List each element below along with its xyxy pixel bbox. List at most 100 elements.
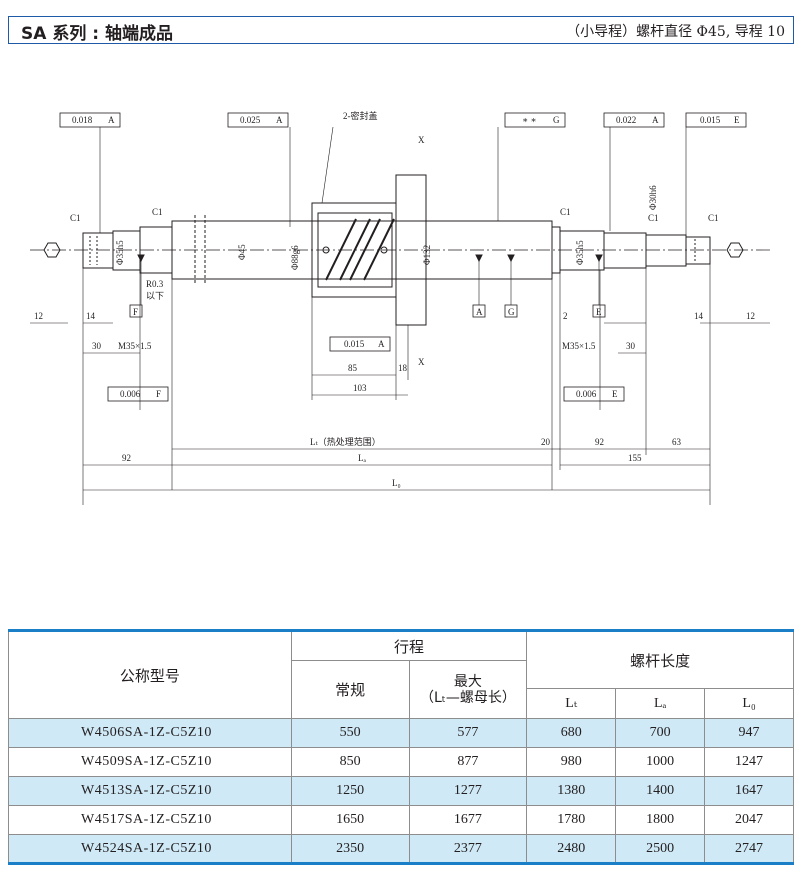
page-header: SA 系列 : 轴端成品 （小导程）螺杆直径 Φ45, 导程 10: [8, 16, 794, 44]
col-header-stroke-normal: 常规: [290, 660, 410, 719]
length-lt: Lₜ（热处理范围）: [310, 436, 381, 447]
diam-2: Φ88g6: [290, 245, 300, 270]
cell-max: 877: [408, 747, 528, 777]
misc-2: C1: [560, 207, 571, 217]
table-row: W4509SA-1Z-C5Z10 850 877 980 1000 1247: [8, 747, 794, 777]
ball-screw-drawing: 0.018 A 0.025 A 2-密封盖 ∗ ∗ G 0.022 A 0.01…: [30, 110, 770, 505]
tol-2: 0.025: [240, 115, 261, 125]
tol-10: E: [734, 115, 740, 125]
diam-4: Φ35h5: [575, 240, 585, 265]
dim-9: 92: [595, 437, 604, 447]
dim-2: 30: [92, 341, 102, 351]
table-row: W4506SA-1Z-C5Z10 550 577 680 700 947: [8, 718, 794, 748]
misc-0: C1: [70, 213, 81, 223]
tol-6: G: [553, 115, 560, 125]
page-subtitle: （小导程）螺杆直径 Φ45, 导程 10: [566, 24, 785, 40]
cell-normal: 850: [290, 747, 410, 777]
dim-6: 103: [353, 383, 367, 393]
cell-lt: 980: [526, 747, 617, 777]
page-title: SA 系列 : 轴端成品: [21, 24, 173, 44]
misc-9: F: [133, 307, 138, 317]
cell-max: 1277: [408, 776, 528, 806]
dim-14: 12: [746, 311, 755, 321]
cell-lo: 947: [704, 718, 794, 748]
cell-lo: 1647: [704, 776, 794, 806]
dim-10: 63: [672, 437, 682, 447]
table-row: W4524SA-1Z-C5Z10 2350 2377 2480 2500 274…: [8, 834, 794, 865]
col-header-lo: L₀: [704, 688, 794, 719]
col-header-stroke: 行程: [290, 629, 528, 661]
cell-lt: 680: [526, 718, 617, 748]
tol-4: 2-密封盖: [343, 110, 378, 121]
stroke-max-line2: （Lₜ—螺母长）: [419, 689, 516, 706]
misc-10: A: [476, 307, 483, 317]
dim-7: 20: [541, 437, 551, 447]
diam-3: Φ132: [422, 245, 432, 265]
dim-8: 2: [563, 311, 568, 321]
tol-12: A: [378, 339, 385, 349]
dim-13: 14: [694, 311, 704, 321]
misc-4: C1: [708, 213, 719, 223]
cell-la: 700: [615, 718, 706, 748]
dim-5: 18: [398, 363, 408, 373]
tol-15: 0.006: [576, 389, 597, 399]
cell-lo: 2047: [704, 805, 794, 835]
misc-13: X: [418, 135, 425, 145]
col-header-model: 公称型号: [8, 629, 292, 719]
tol-7: 0.022: [616, 115, 636, 125]
dim-0: 12: [34, 311, 43, 321]
tol-16: E: [612, 389, 618, 399]
cell-model: W4509SA-1Z-C5Z10: [8, 747, 292, 777]
tol-11: 0.015: [344, 339, 365, 349]
cell-max: 2377: [408, 834, 528, 865]
cell-lt: 1380: [526, 776, 617, 806]
stroke-max-line1: 最大: [453, 673, 482, 690]
cell-la: 1400: [615, 776, 706, 806]
tol-3: A: [276, 115, 283, 125]
dim-4: 85: [348, 363, 358, 373]
cell-model: W4524SA-1Z-C5Z10: [8, 834, 292, 865]
misc-3: C1: [648, 213, 659, 223]
diam-0: Φ35h5: [115, 240, 125, 265]
cell-normal: 550: [290, 718, 410, 748]
misc-11: G: [508, 307, 515, 317]
cell-model: W4506SA-1Z-C5Z10: [8, 718, 292, 748]
col-header-stroke-max: 最大 （Lₜ—螺母长）: [408, 660, 528, 719]
cell-lo: 1247: [704, 747, 794, 777]
tol-0: 0.018: [72, 115, 93, 125]
length-lo: L₀: [392, 478, 401, 488]
cell-lt: 1780: [526, 805, 617, 835]
misc-7: M35×1.5: [118, 341, 152, 351]
tol-8: A: [652, 115, 659, 125]
diam-5: Φ30h6: [648, 185, 658, 210]
diam-1: Φ45: [237, 244, 247, 260]
misc-8: M35×1.5: [562, 341, 596, 351]
tol-14: F: [156, 389, 161, 399]
tol-1: A: [108, 115, 115, 125]
misc-12: E: [596, 307, 602, 317]
dim-1: 14: [86, 311, 96, 321]
cell-max: 577: [408, 718, 528, 748]
table-row: W4513SA-1Z-C5Z10 1250 1277 1380 1400 164…: [8, 776, 794, 806]
tol-5: ∗ ∗: [522, 115, 536, 125]
misc-1: C1: [152, 207, 163, 217]
dim-3: 92: [122, 453, 131, 463]
cell-model: W4513SA-1Z-C5Z10: [8, 776, 292, 806]
dim-12: 30: [626, 341, 636, 351]
misc-5: R0.3: [146, 279, 164, 289]
tol-13: 0.006: [120, 389, 141, 399]
cell-la: 1800: [615, 805, 706, 835]
cell-normal: 2350: [290, 834, 410, 865]
cell-la: 2500: [615, 834, 706, 865]
cell-model: W4517SA-1Z-C5Z10: [8, 805, 292, 835]
table-row: W4517SA-1Z-C5Z10 1650 1677 1780 1800 204…: [8, 805, 794, 835]
col-header-lt: Lₜ: [526, 688, 617, 719]
dim-11: 155: [628, 453, 642, 463]
cell-normal: 1650: [290, 805, 410, 835]
misc-14: X: [418, 357, 425, 367]
col-header-la: Lₐ: [615, 688, 706, 719]
cell-lt: 2480: [526, 834, 617, 865]
cell-max: 1677: [408, 805, 528, 835]
spec-table: 公称型号 行程 螺杆长度 常规 最大 （Lₜ—螺母长） Lₜ Lₐ L₀ W45…: [8, 629, 794, 865]
tol-9: 0.015: [700, 115, 721, 125]
